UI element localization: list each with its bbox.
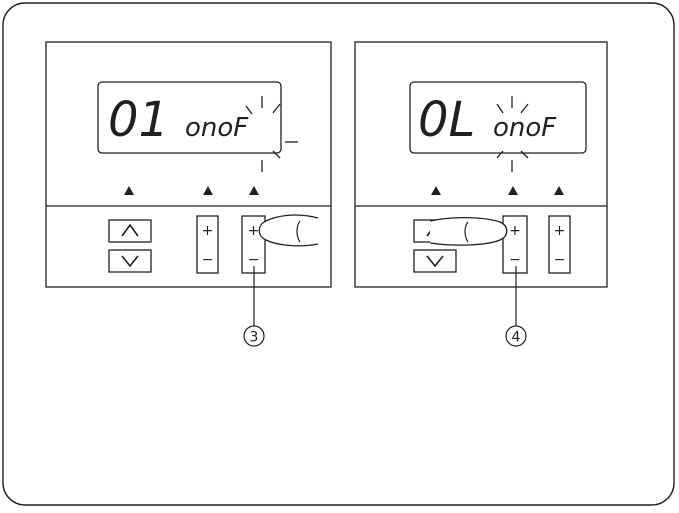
right-plus-minus-1-frame[interactable] [502, 215, 528, 274]
right-finger-icon [429, 216, 508, 246]
left-panel-body [45, 41, 332, 288]
left-callout-circle [243, 325, 265, 347]
right-lcd-display [409, 81, 587, 154]
left-plus-minus-1-frame[interactable] [196, 215, 219, 274]
chevron-up-icon [121, 223, 139, 237]
left-plus-2-label[interactable]: + [248, 223, 260, 239]
left-down-button[interactable] [108, 249, 152, 273]
right-minus-2-label[interactable]: − [554, 252, 566, 268]
right-lcd-digits: 0L [418, 92, 475, 148]
left-indicator-3-icon [249, 186, 259, 195]
right-indicator-2-icon [508, 186, 518, 195]
right-down-button[interactable] [413, 249, 457, 273]
left-indicator-1-icon [124, 186, 134, 195]
right-blink-rays-icon [496, 96, 529, 172]
left-plus-1-label[interactable]: + [202, 223, 214, 239]
left-blink-rays-icon [245, 96, 298, 172]
left-lcd-text: onoF [185, 113, 249, 143]
right-minus-1-label[interactable]: − [509, 252, 521, 268]
right-indicator-3-icon [554, 186, 564, 195]
chevron-down-icon [121, 255, 139, 268]
right-plus-2-label[interactable]: + [554, 223, 566, 239]
right-plus-minus-2-frame[interactable] [548, 215, 571, 274]
right-panel: 0L onoF + − [354, 41, 608, 347]
left-up-button[interactable] [108, 219, 152, 243]
right-plus-1-label[interactable]: + [509, 223, 521, 239]
left-callout-number: 3 [250, 330, 259, 346]
left-minus-2-label[interactable]: − [248, 252, 260, 268]
left-finger-icon [258, 214, 319, 247]
right-callout-circle [505, 325, 527, 347]
left-lcd-digits: 01 [108, 92, 169, 148]
chevron-down-icon [426, 255, 444, 268]
left-panel: 01 onoF + − [45, 41, 332, 347]
right-lcd-text: onoF [493, 113, 557, 143]
right-plus-minus-2: + − [548, 215, 571, 274]
right-callout-number: 4 [512, 330, 521, 346]
left-lcd-display [97, 81, 282, 154]
left-indicator-2-icon [203, 186, 213, 195]
left-minus-1-label[interactable]: − [202, 252, 214, 268]
right-indicator-1-icon [431, 186, 441, 195]
left-plus-minus-1: + − [196, 215, 219, 274]
right-plus-minus-1: + − [502, 215, 528, 274]
